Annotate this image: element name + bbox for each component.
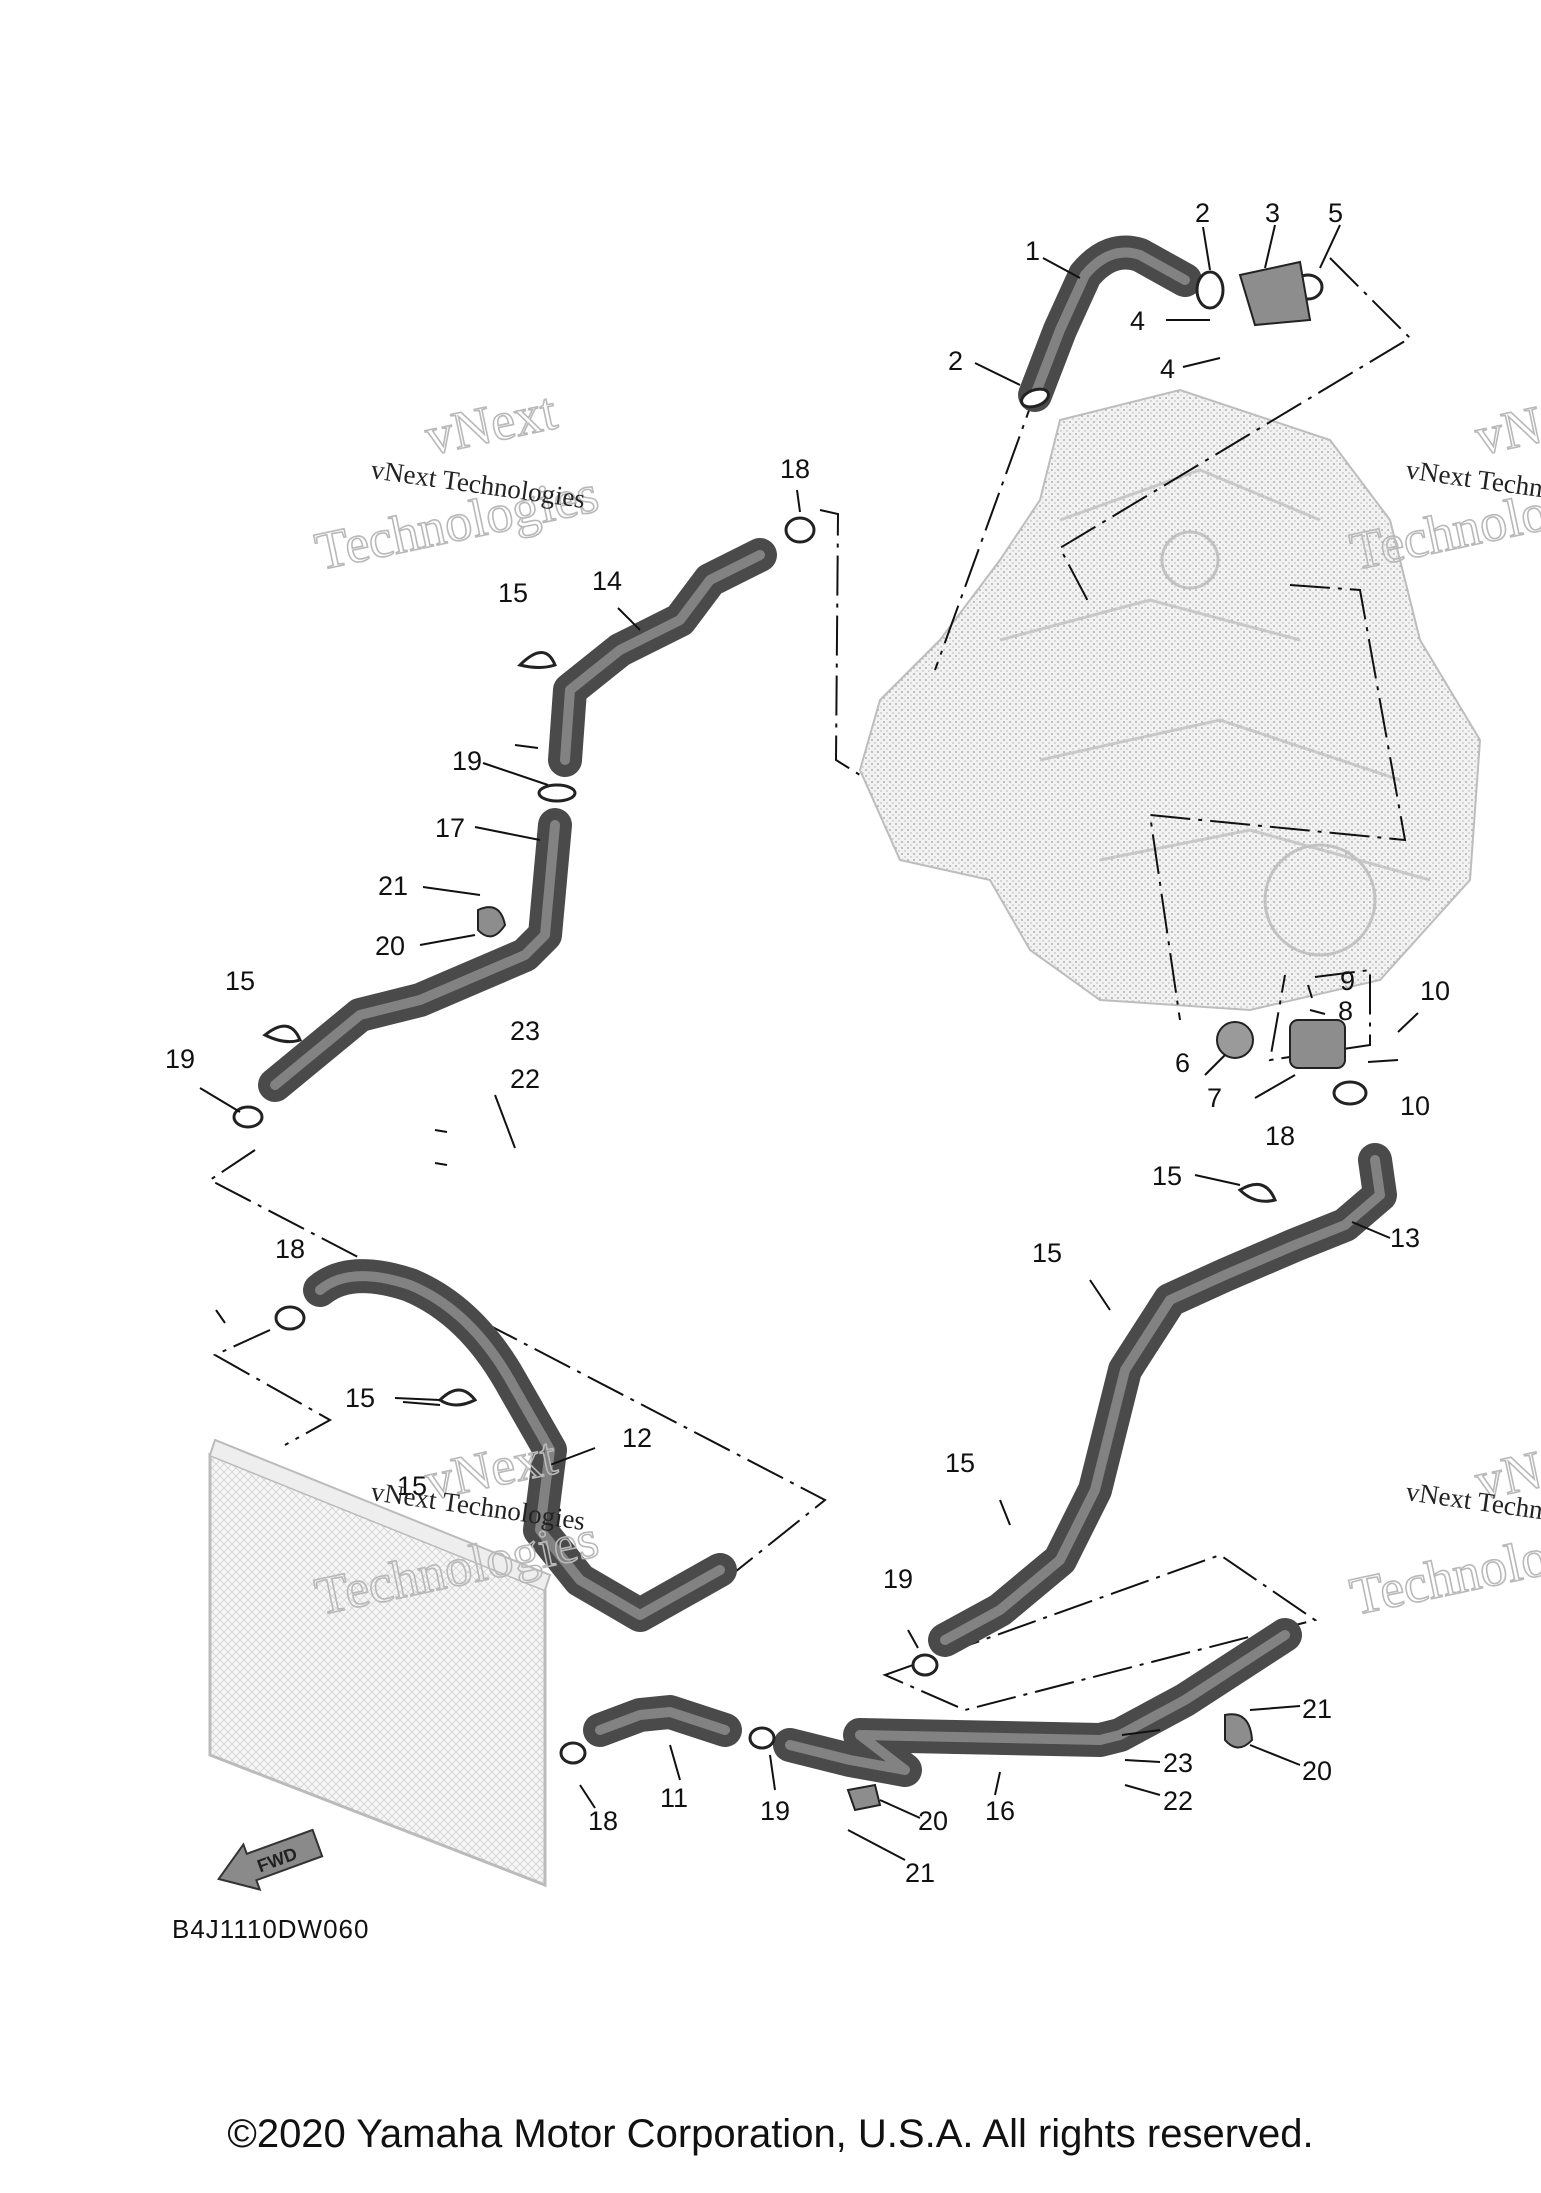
svg-text:vNext: vNext: [420, 381, 562, 467]
callout-18d: 18: [588, 1806, 618, 1836]
callout-15a: 15: [498, 578, 528, 608]
boundary-lines: [208, 257, 1412, 1712]
callout-10b: 10: [1400, 1091, 1430, 1121]
callout-15b: 15: [225, 966, 255, 996]
hose-13: [928, 1143, 1397, 1657]
hose-12: [303, 1259, 737, 1632]
callout-15e: 15: [345, 1383, 375, 1413]
callout-7: 7: [1207, 1083, 1222, 1113]
callout-12: 12: [622, 1423, 652, 1453]
callout-1: 1: [1025, 236, 1040, 266]
hose-17: [258, 808, 572, 1102]
callout-15c: 15: [1152, 1161, 1182, 1191]
watermark-top-right: vNext Technologies vNext Technologies: [1344, 380, 1541, 583]
callout-19c: 19: [883, 1564, 913, 1594]
callout-11: 11: [660, 1783, 688, 1813]
engine-illustration: [858, 388, 1482, 1012]
callout-2a: 2: [1195, 198, 1210, 228]
watermark-mid-right: vNext Technologies vNext Technologies: [1344, 1425, 1541, 1628]
hose-16: [773, 1618, 1302, 1787]
leader-lines: [199, 224, 1419, 1861]
hose-1: [1018, 235, 1202, 412]
callout-labels: 1 2 3 5 4 4 2 18 14 15 19 17 21 20 15 23…: [165, 198, 1450, 1888]
callout-10a: 10: [1420, 976, 1450, 1006]
callout-23a: 23: [510, 1016, 540, 1046]
callout-18c: 18: [275, 1234, 305, 1264]
callout-18b: 18: [1265, 1121, 1295, 1151]
callout-15g: 15: [397, 1471, 427, 1501]
callout-21c: 21: [905, 1858, 935, 1888]
callout-9: 9: [1340, 966, 1355, 996]
callout-13: 13: [1390, 1223, 1420, 1253]
callout-21a: 21: [378, 871, 408, 901]
diagram-code: B4J1110DW060: [172, 1914, 370, 1944]
callout-20b: 20: [1302, 1756, 1332, 1786]
callout-6: 6: [1175, 1048, 1190, 1078]
callout-21b: 21: [1302, 1694, 1332, 1724]
hose-11: [583, 1695, 742, 1747]
callout-19a: 19: [452, 746, 482, 776]
callout-16: 16: [985, 1796, 1015, 1826]
fwd-arrow-icon: FWD: [217, 1828, 324, 1892]
callout-17: 17: [435, 813, 465, 843]
callout-4a: 4: [1130, 306, 1145, 336]
callout-23b: 23: [1163, 1748, 1193, 1778]
callout-20a: 20: [375, 931, 405, 961]
svg-text:vNext: vNext: [1470, 381, 1541, 467]
callout-8: 8: [1338, 996, 1353, 1026]
radiator-illustration: [208, 1438, 552, 1888]
callout-20c: 20: [918, 1806, 948, 1836]
callout-5: 5: [1328, 198, 1343, 228]
callout-14: 14: [592, 566, 622, 596]
callout-2b: 2: [948, 346, 963, 376]
callout-18a: 18: [780, 454, 810, 484]
svg-text:Technologies: Technologies: [1345, 1508, 1541, 1626]
callout-3: 3: [1265, 198, 1280, 228]
callout-4b: 4: [1160, 354, 1175, 384]
thermostat-housing: [477, 260, 1346, 1812]
callout-19d: 19: [760, 1796, 790, 1826]
callout-19b: 19: [165, 1044, 195, 1074]
callout-15f: 15: [945, 1448, 975, 1478]
callout-15d: 15: [1032, 1238, 1062, 1268]
hose-14: [548, 538, 777, 777]
copyright-notice: ©2020 Yamaha Motor Corporation, U.S.A. A…: [227, 2112, 1314, 2156]
callout-22b: 22: [1163, 1786, 1193, 1816]
watermark-top-left: vNext Technologies vNext Technologies: [309, 380, 604, 583]
callout-22a: 22: [510, 1064, 540, 1094]
